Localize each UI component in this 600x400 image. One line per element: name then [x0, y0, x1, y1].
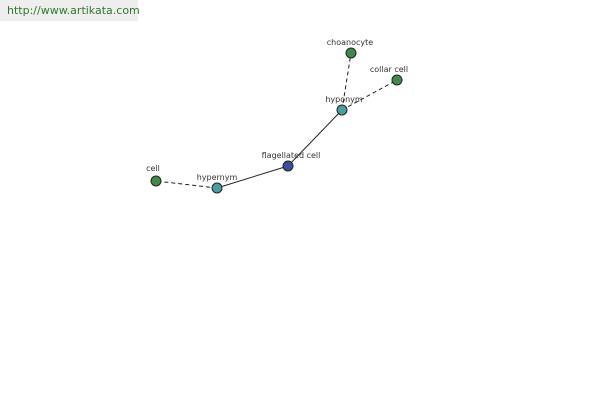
node-collar-cell[interactable] — [391, 74, 403, 86]
edge-center-to-hypernym-hub — [216, 165, 289, 189]
edges-layer — [155, 52, 398, 189]
node-label-hypernym-hub: hypernym — [197, 173, 238, 182]
labels-layer: flagellated cell hypernym hyponym cell choan… — [146, 38, 408, 182]
edge-hyponym-hub-to-collar-cell — [341, 79, 398, 111]
node-cell[interactable] — [150, 175, 162, 187]
node-label-cell: cell — [146, 164, 160, 173]
node-label-hyponym-hub: hyponym — [325, 95, 363, 104]
node-label-center: flagellated cell — [262, 151, 321, 160]
edge-hypernym-hub-to-cell — [155, 180, 218, 189]
node-hyponym-hub[interactable] — [336, 104, 348, 116]
node-hypernym-hub[interactable] — [211, 182, 223, 194]
node-choanocyte[interactable] — [345, 47, 357, 59]
node-center[interactable] — [282, 160, 294, 172]
node-label-choanocyte: choanocyte — [327, 38, 374, 47]
site-watermark: http://www.artikata.com — [0, 0, 140, 21]
nodes-layer — [150, 47, 403, 194]
edge-hyponym-hub-to-choanocyte — [341, 52, 352, 111]
node-label-collar-cell: collar cell — [370, 65, 408, 74]
edge-center-to-hyponym-hub — [287, 109, 343, 167]
